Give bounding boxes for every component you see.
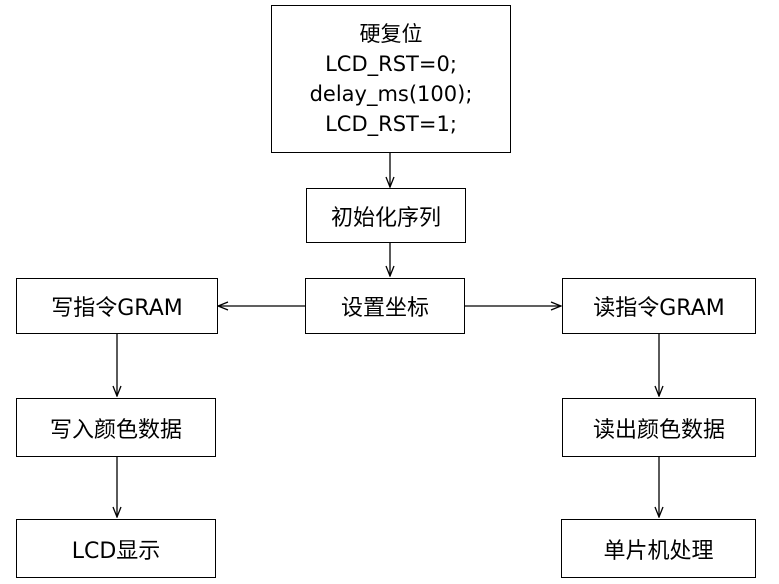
mcu-process-box: 单片机处理 — [561, 519, 756, 578]
write-color-data-label: 写入颜色数据 — [49, 417, 182, 443]
read-gram-cmd-label: 读指令GRAM — [593, 296, 725, 321]
delay-line: delay_ms(100); — [309, 82, 473, 106]
lcd-rst-high-line: LCD_RST=1; — [325, 112, 457, 136]
set-coordinates-label: 设置坐标 — [340, 296, 429, 321]
mcu-process-label: 单片机处理 — [603, 538, 714, 564]
write-gram-cmd-box: 写指令GRAM — [16, 278, 218, 334]
hard-reset-box: 硬复位 LCD_RST=0; delay_ms(100); LCD_RST=1; — [271, 5, 511, 153]
read-color-data-label: 读出颜色数据 — [592, 417, 725, 443]
init-sequence-box: 初始化序列 — [306, 188, 466, 243]
set-coordinates-box: 设置坐标 — [305, 278, 465, 334]
read-color-data-box: 读出颜色数据 — [562, 398, 756, 457]
init-sequence-label: 初始化序列 — [330, 205, 441, 231]
hard-reset-title: 硬复位 — [359, 22, 423, 46]
lcd-display-label: LCD显示 — [71, 538, 161, 564]
lcd-rst-low-line: LCD_RST=0; — [325, 52, 457, 76]
lcd-display-box: LCD显示 — [16, 519, 216, 578]
read-gram-cmd-box: 读指令GRAM — [562, 278, 756, 334]
write-color-data-box: 写入颜色数据 — [16, 398, 216, 457]
write-gram-cmd-label: 写指令GRAM — [51, 296, 183, 321]
